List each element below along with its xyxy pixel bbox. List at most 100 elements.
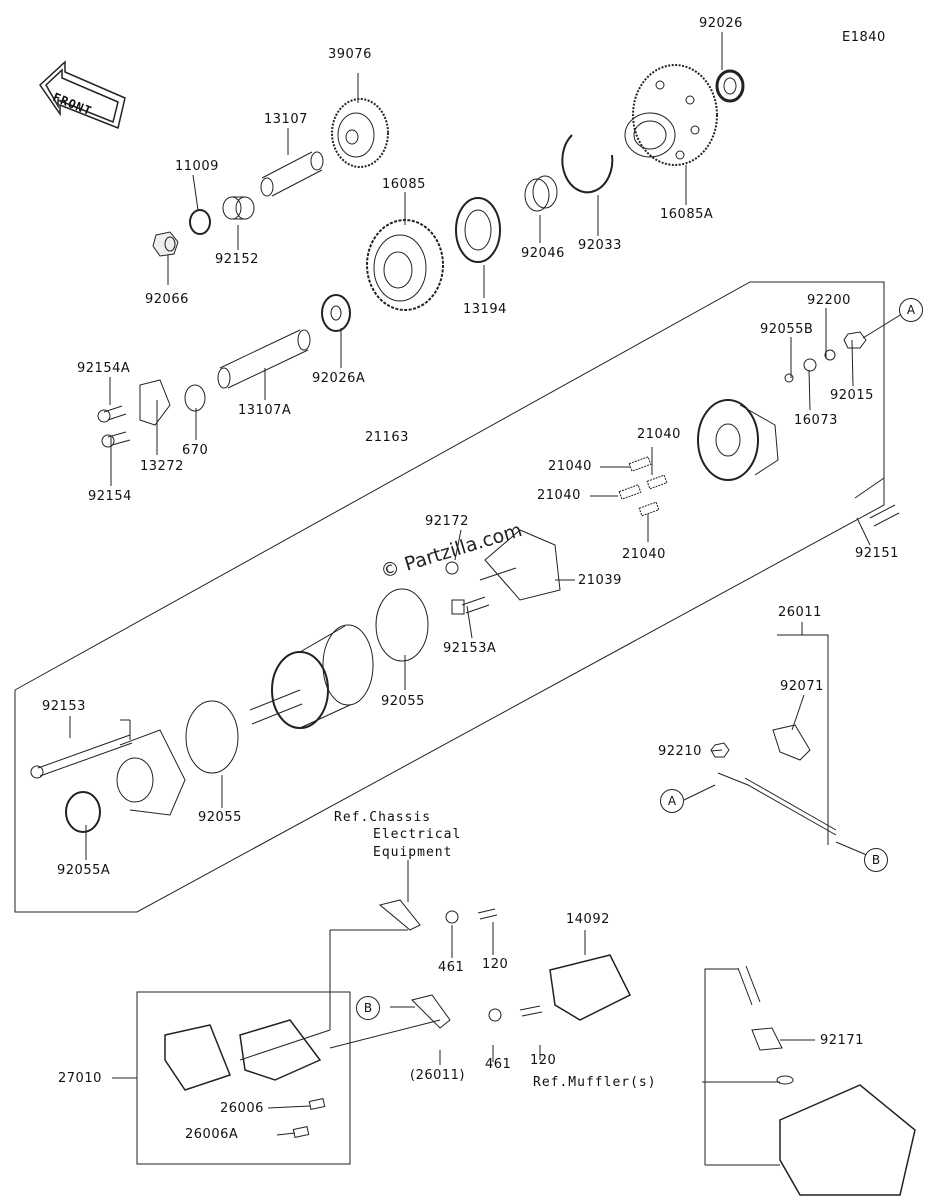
part-92055-upper: 92055 [381, 694, 425, 709]
spring-21040-a [628, 456, 652, 472]
part-21040-b: 21040 [548, 459, 592, 474]
clutch-13194 [455, 197, 501, 263]
cable-26011 [717, 772, 837, 836]
diagram-code: E1840 [842, 30, 886, 45]
clamp-92171 [751, 1027, 783, 1051]
washer-92026A [321, 294, 351, 332]
bolt-92153 [37, 734, 133, 777]
part-14092: 14092 [566, 912, 610, 927]
shaft-13107A [217, 329, 311, 389]
washer-11009 [189, 209, 211, 235]
part-92154A: 92154A [77, 361, 131, 376]
relay-27010-a [164, 1024, 231, 1091]
bolt-120-lower [519, 1005, 543, 1017]
nut-92015 [843, 331, 867, 349]
part-21039: 21039 [578, 573, 622, 588]
part-92071: 92071 [780, 679, 824, 694]
motor-body [249, 624, 374, 729]
front-cover [116, 729, 186, 816]
part-13194: 13194 [463, 302, 507, 317]
oring-92055A [65, 791, 101, 833]
washer-92200 [824, 349, 836, 361]
part-13107A: 13107A [238, 403, 292, 418]
bolt-120-upper [477, 908, 498, 920]
part-92154: 92154 [88, 489, 132, 504]
part-92055-lower: 92055 [198, 810, 242, 825]
part-92210: 92210 [658, 744, 702, 759]
callout-b-left: B [356, 996, 380, 1020]
part-92015: 92015 [830, 388, 874, 403]
washer-92055B [784, 373, 794, 383]
part-16085A: 16085A [660, 207, 714, 222]
brush-holder-21039 [484, 529, 561, 601]
part-13272: 13272 [140, 459, 184, 474]
part-92171: 92171 [820, 1033, 864, 1048]
muffler-ecu [779, 1084, 916, 1196]
callout-b-right: B [864, 848, 888, 872]
part-92066: 92066 [145, 292, 189, 307]
washer-muffler [776, 1075, 794, 1085]
washer-461-lower [488, 1008, 502, 1022]
bolt-92154A [103, 405, 127, 421]
relay-box [136, 991, 351, 1165]
part-16073: 16073 [794, 413, 838, 428]
part-92200: 92200 [807, 293, 851, 308]
part-92033: 92033 [578, 238, 622, 253]
bracket-26011-lower [411, 994, 451, 1029]
part-92046: 92046 [521, 246, 565, 261]
gear-16085 [366, 219, 444, 311]
part-16085: 16085 [382, 177, 426, 192]
oring-670 [184, 384, 206, 412]
gear-16085A [624, 64, 718, 166]
fuse-26006 [308, 1098, 326, 1110]
ref-chassis-line3: Equipment [373, 845, 453, 860]
part-120-upper: 120 [482, 957, 509, 972]
part-92026A: 92026A [312, 371, 366, 386]
starter-motor-outline [14, 281, 885, 691]
part-21163: 21163 [365, 430, 409, 445]
plate-13272 [139, 379, 171, 426]
spring-21040-b [646, 474, 668, 490]
shaft-13107 [260, 151, 324, 197]
spring-21040-c [618, 484, 642, 500]
bearing-92046 [524, 175, 558, 212]
callout-a-bottom: A [660, 789, 684, 813]
oring-92055-upper [375, 588, 429, 662]
part-21040-a: 21040 [637, 427, 681, 442]
bracket-ref-chassis [378, 899, 421, 931]
screw-92172 [445, 561, 459, 575]
part-26006A: 26006A [185, 1127, 239, 1142]
spring-21040-d [638, 501, 660, 517]
part-92055B: 92055B [760, 322, 814, 337]
bolt-head-92154 [101, 434, 115, 448]
part-92055A: 92055A [57, 863, 111, 878]
part-92153A: 92153A [443, 641, 497, 656]
nut-92210 [710, 742, 730, 758]
bracket-26011 [777, 634, 829, 845]
part-92152: 92152 [215, 252, 259, 267]
bolt-head-92153 [30, 765, 44, 779]
part-11009: 11009 [175, 159, 219, 174]
part-13107: 13107 [264, 112, 308, 127]
part-21040-d: 21040 [622, 547, 666, 562]
box-14092 [549, 954, 632, 1021]
part-92026: 92026 [699, 16, 743, 31]
cap-92071 [772, 724, 811, 761]
part-27010: 27010 [58, 1071, 102, 1086]
plug-92066 [152, 231, 179, 257]
ref-chassis-line1: Ref.Chassis [334, 810, 432, 825]
bolt-92153A [461, 596, 490, 614]
circlip-92033 [561, 134, 614, 194]
part-120-lower: 120 [530, 1053, 557, 1068]
ref-muffler: Ref.Muffler(s) [533, 1075, 657, 1090]
bolt-head-92153A [451, 599, 465, 615]
bolt-muffler [737, 965, 761, 1006]
part-26006: 26006 [220, 1101, 264, 1116]
part-26011-ref: (26011) [410, 1068, 465, 1083]
gear-39076 [331, 98, 389, 168]
part-92151: 92151 [855, 546, 899, 561]
bolt-92151 [869, 504, 900, 527]
part-39076: 39076 [328, 47, 372, 62]
part-670: 670 [182, 443, 209, 458]
